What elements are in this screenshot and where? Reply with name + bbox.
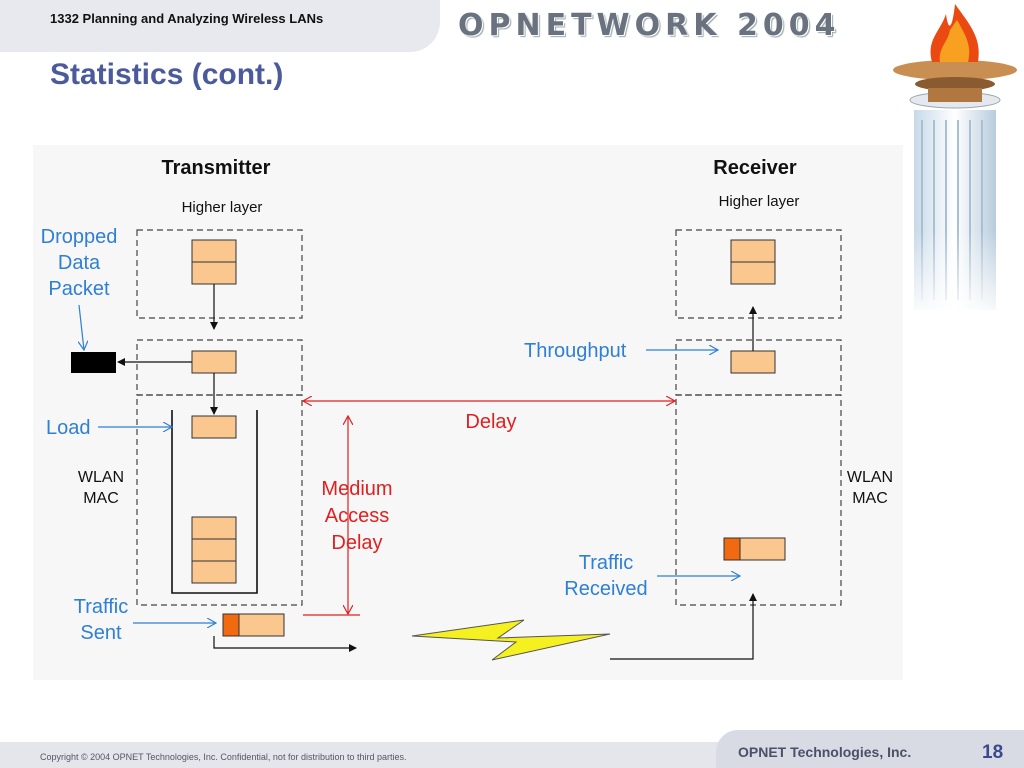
diagram-background — [33, 145, 903, 680]
tx-packet-llc — [191, 350, 237, 374]
tx-mac-label-line-1: WLAN — [78, 469, 124, 486]
tx-sent-packet-head — [222, 613, 240, 637]
rx-mac-box — [675, 394, 842, 606]
company-name: OPNET Technologies, Inc. — [738, 744, 912, 760]
tx-queue-packet-1 — [191, 516, 237, 540]
footer-tab — [716, 730, 1024, 768]
medium-access-delay-line-1: Medium — [321, 478, 392, 500]
tx-queue-outline — [171, 410, 258, 594]
tx-mac-label-line-2: MAC — [83, 490, 119, 507]
traffic-sent-label-line-1: Traffic — [74, 596, 128, 618]
transmitter-title: Transmitter — [162, 157, 271, 179]
slide-title: Statistics (cont.) — [50, 58, 284, 91]
rx-higher-layer-box — [675, 229, 842, 319]
tx-queue-packet-2 — [191, 538, 237, 562]
brand-logo-text: OPNETWORK 2004 — [458, 8, 841, 43]
dropped-label-line-1: Dropped — [41, 226, 118, 248]
tx-packet-higher-bottom — [191, 261, 237, 285]
dropped-packet — [71, 352, 116, 373]
tx-higher-layer-box — [136, 229, 303, 319]
traffic-received-label-line-2: Received — [564, 578, 647, 600]
load-label: Load — [46, 417, 91, 439]
rx-mac-label-line-2: MAC — [852, 490, 888, 507]
course-title: 1332 Planning and Analyzing Wireless LAN… — [50, 11, 324, 26]
rx-mac-label-line-1: WLAN — [847, 469, 893, 486]
traffic-received-label-line-1: Traffic — [579, 552, 633, 574]
tx-mac-box — [136, 394, 303, 606]
rx-packet-higher-bottom — [730, 261, 776, 285]
wireless-link-lightning-icon — [411, 619, 611, 661]
delay-label: Delay — [465, 411, 516, 433]
tx-transmit-arrow — [213, 636, 357, 652]
dropped-label-line-3: Packet — [48, 278, 110, 300]
tx-higher-layer-label: Higher layer — [182, 199, 263, 216]
dropped-label-line-2: Data — [58, 252, 101, 274]
rx-packet-llc — [730, 350, 776, 374]
traffic-sent-label-line-2: Sent — [80, 622, 122, 644]
medium-access-delay-line-3: Delay — [331, 532, 382, 554]
throughput-label: Throughput — [524, 340, 627, 362]
copyright-notice: Copyright © 2004 OPNET Technologies, Inc… — [40, 752, 407, 762]
dropped-arrow — [79, 304, 84, 350]
torch-logo-icon — [893, 4, 1024, 320]
tx-packet-mac-in — [191, 415, 237, 439]
page-number: 18 — [982, 742, 1004, 763]
tx-queue-packet-3 — [191, 560, 237, 584]
rx-packet-higher-top — [730, 239, 776, 263]
rx-receive-arrow — [610, 593, 757, 660]
medium-access-delay-line-2: Access — [325, 505, 389, 527]
receiver-title: Receiver — [713, 157, 797, 179]
header-tab — [0, 0, 440, 52]
rx-higher-layer-label: Higher layer — [719, 193, 800, 210]
rx-received-packet-head — [723, 537, 741, 561]
tx-packet-higher-top — [191, 239, 237, 263]
